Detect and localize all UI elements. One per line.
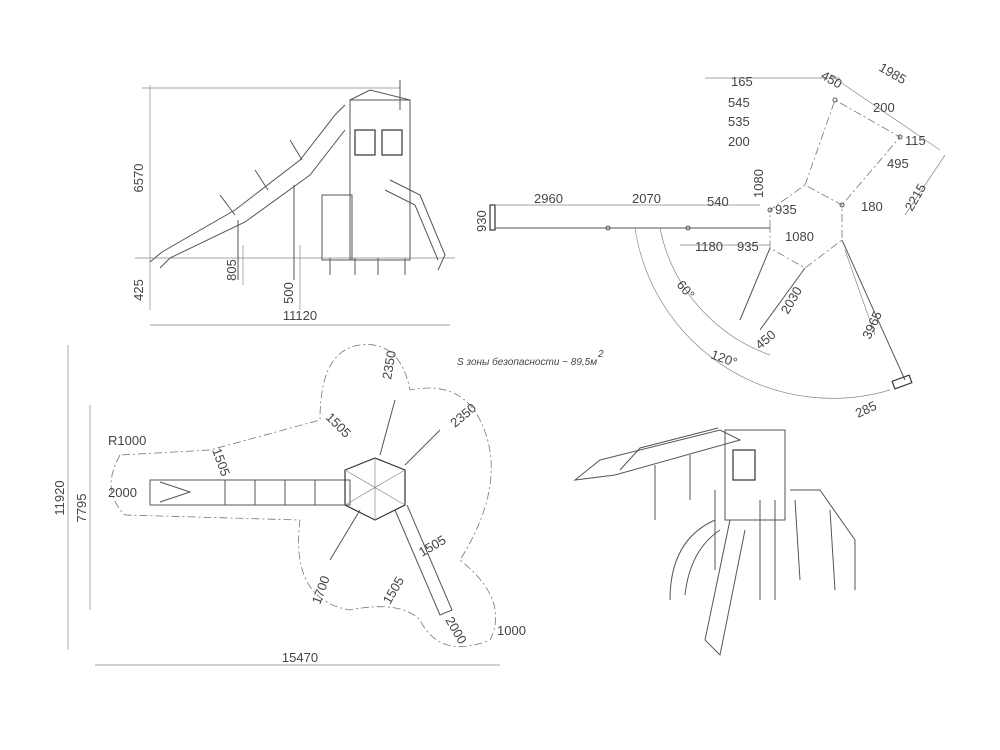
dim-zone-1505d: 1505	[380, 574, 407, 607]
dim-plan-1180: 1180	[695, 239, 723, 254]
dim-side-length: 11120	[283, 308, 317, 323]
isometric-view	[573, 427, 856, 657]
side-view: 6570 425 805 500 11120	[131, 80, 455, 326]
dim-plan-450a: 450	[819, 68, 845, 92]
dim-zone-2350a: 2350	[379, 349, 399, 380]
safety-area-note: S зоны безопасности ~ 89,5м	[457, 356, 597, 368]
dim-zone-2350b: 2350	[447, 400, 479, 430]
dim-plan-2960: 2960	[534, 191, 563, 206]
dim-plan-935a: 935	[775, 202, 797, 217]
dim-plan-935b: 935	[737, 239, 759, 254]
dim-plan-2030: 2030	[778, 284, 805, 317]
dim-plan-285: 285	[853, 398, 879, 421]
angle-60: 60°	[674, 277, 698, 302]
dim-zone-2000b: 2000	[442, 614, 469, 647]
dim-plan-495: 495	[887, 156, 909, 171]
dim-zone-r1000: R1000	[108, 433, 146, 448]
dim-post-a: 805	[224, 259, 239, 281]
dim-plan-2215: 2215	[902, 181, 929, 214]
dim-plan-930: 930	[474, 210, 489, 232]
dim-plan-180: 180	[861, 199, 883, 214]
dim-side-height: 6570	[131, 164, 146, 193]
dim-post-b: 500	[281, 282, 296, 304]
dim-zone-1505b: 1505	[209, 446, 233, 478]
dim-plan-545: 545	[728, 95, 750, 110]
dim-plan-1080a: 1080	[751, 169, 766, 198]
dim-plan-1985: 1985	[877, 60, 910, 87]
dim-plan-540: 540	[707, 194, 729, 209]
dim-plan-535: 535	[728, 114, 750, 129]
dim-plan-200a: 200	[728, 134, 750, 149]
dim-zone-1000: 1000	[497, 623, 526, 638]
dim-plan-200b: 200	[873, 100, 895, 115]
safety-zone-plan: 2350 2350 1505 1505 R1000 2000 1505 1505…	[52, 344, 604, 666]
dim-plan-450b: 450	[752, 327, 778, 352]
dim-plan-115: 115	[905, 133, 926, 148]
dim-zone-height: 11920	[52, 480, 67, 515]
dim-zone-width: 15470	[282, 650, 318, 665]
dim-zone-1505a: 1505	[323, 410, 354, 441]
dim-plan-2070: 2070	[632, 191, 661, 206]
dim-plan-165: 165	[731, 74, 753, 89]
dim-plan-1080b: 1080	[785, 229, 814, 244]
dim-zone-2000a: 2000	[108, 485, 137, 500]
dim-plan-3965: 3965	[859, 309, 885, 342]
dim-side-base: 425	[131, 279, 146, 301]
dim-zone-1700: 1700	[309, 574, 333, 606]
dim-zone-inner: 7795	[74, 494, 89, 523]
safety-area-sup: 2	[597, 349, 604, 360]
